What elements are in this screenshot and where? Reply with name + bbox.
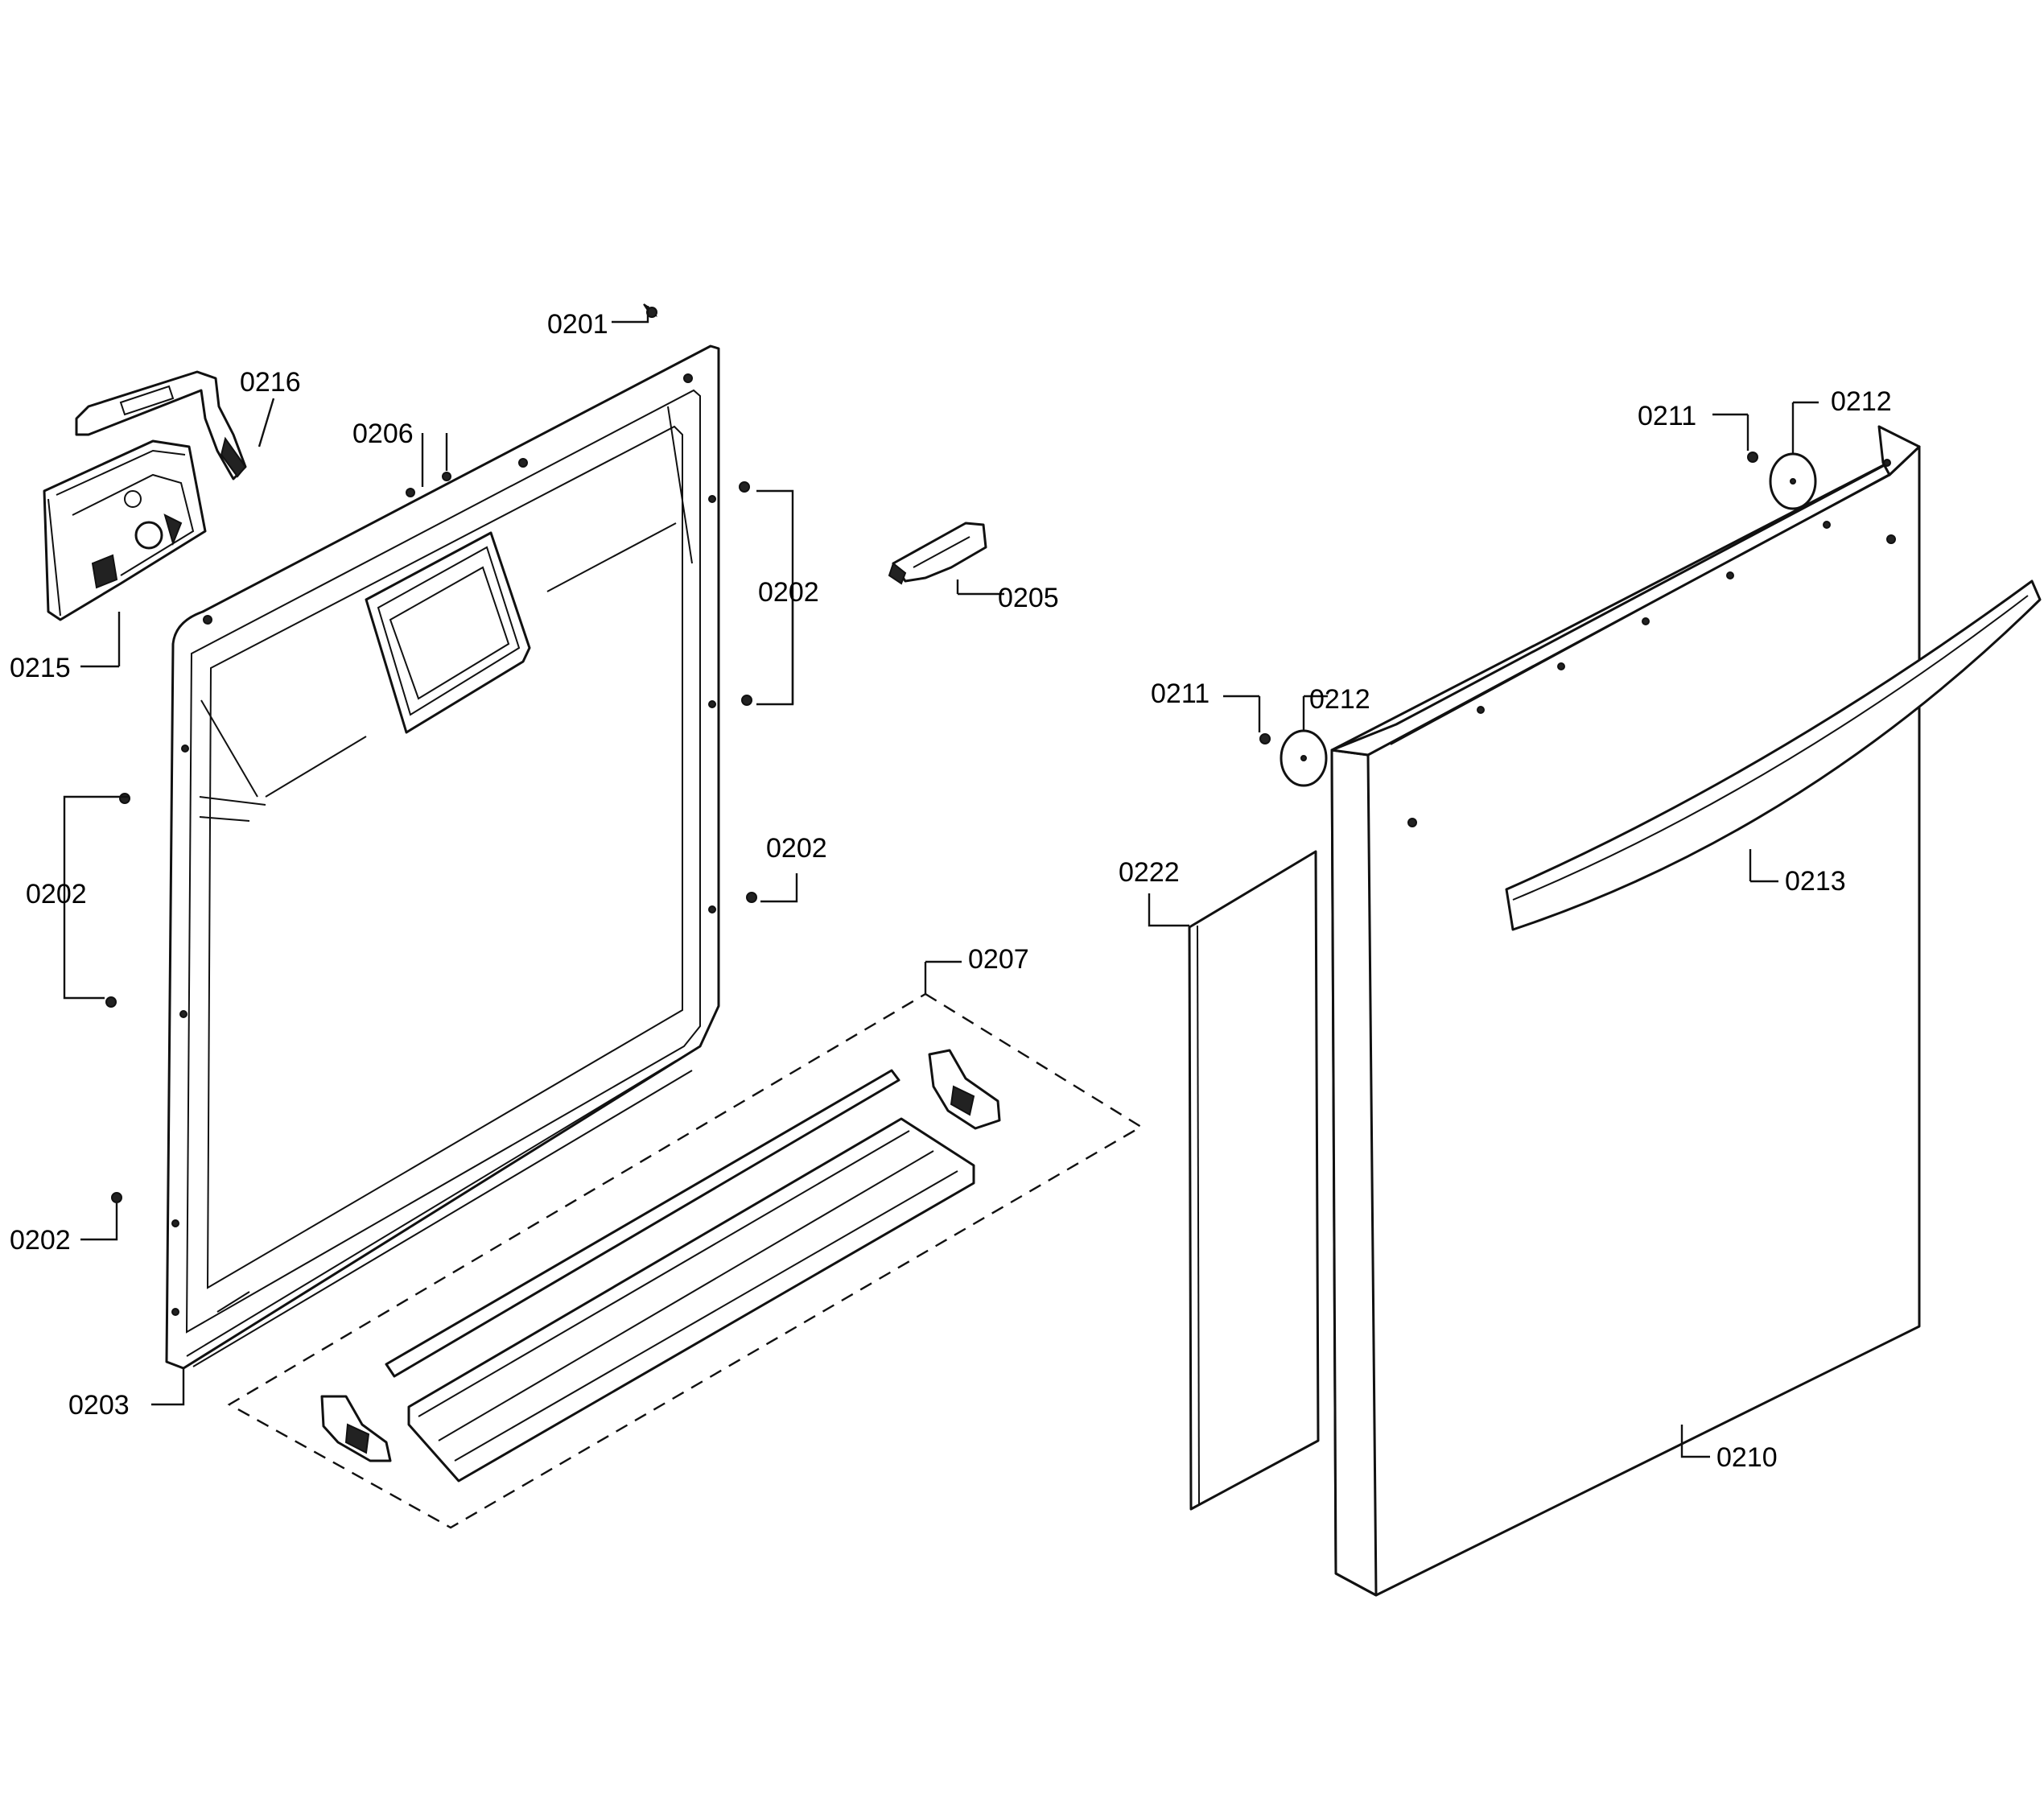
callout-0213: 0213 bbox=[1785, 866, 1846, 897]
callout-0211-mid: 0211 bbox=[1151, 678, 1210, 709]
door-handle bbox=[1505, 579, 2042, 931]
end-caps bbox=[1280, 452, 1817, 787]
door-latch bbox=[888, 522, 987, 585]
leader-lines bbox=[63, 306, 1819, 1458]
callout-0222: 0222 bbox=[1119, 857, 1180, 888]
callout-0202-right-bottom: 0202 bbox=[766, 833, 827, 864]
control-module bbox=[43, 439, 207, 621]
callout-0207: 0207 bbox=[968, 944, 1029, 975]
callout-labels: 0201 0216 0206 0202 0205 0215 0202 0202 … bbox=[10, 309, 1892, 1473]
callout-0203: 0203 bbox=[68, 1390, 130, 1421]
callout-0202-left-bottom: 0202 bbox=[10, 1225, 71, 1256]
inner-door-liner bbox=[165, 344, 720, 1370]
callout-0210: 0210 bbox=[1716, 1442, 1778, 1473]
callout-0202-left: 0202 bbox=[26, 879, 87, 909]
side-panel bbox=[1188, 850, 1320, 1511]
callout-0211-top: 0211 bbox=[1638, 401, 1696, 431]
callout-0216: 0216 bbox=[240, 367, 301, 398]
callout-0212-mid: 0212 bbox=[1309, 684, 1370, 715]
callout-0202-right-top: 0202 bbox=[758, 577, 819, 608]
callout-0215: 0215 bbox=[10, 653, 71, 683]
latch-bracket bbox=[75, 370, 247, 480]
outer-door-panel bbox=[1330, 425, 1921, 1597]
callout-0206: 0206 bbox=[352, 419, 414, 449]
trim-kit-group bbox=[227, 992, 1144, 1529]
callout-0212-top: 0212 bbox=[1831, 386, 1892, 417]
callout-0205: 0205 bbox=[998, 583, 1059, 613]
callout-0201: 0201 bbox=[547, 309, 608, 340]
screws bbox=[105, 303, 1758, 1203]
